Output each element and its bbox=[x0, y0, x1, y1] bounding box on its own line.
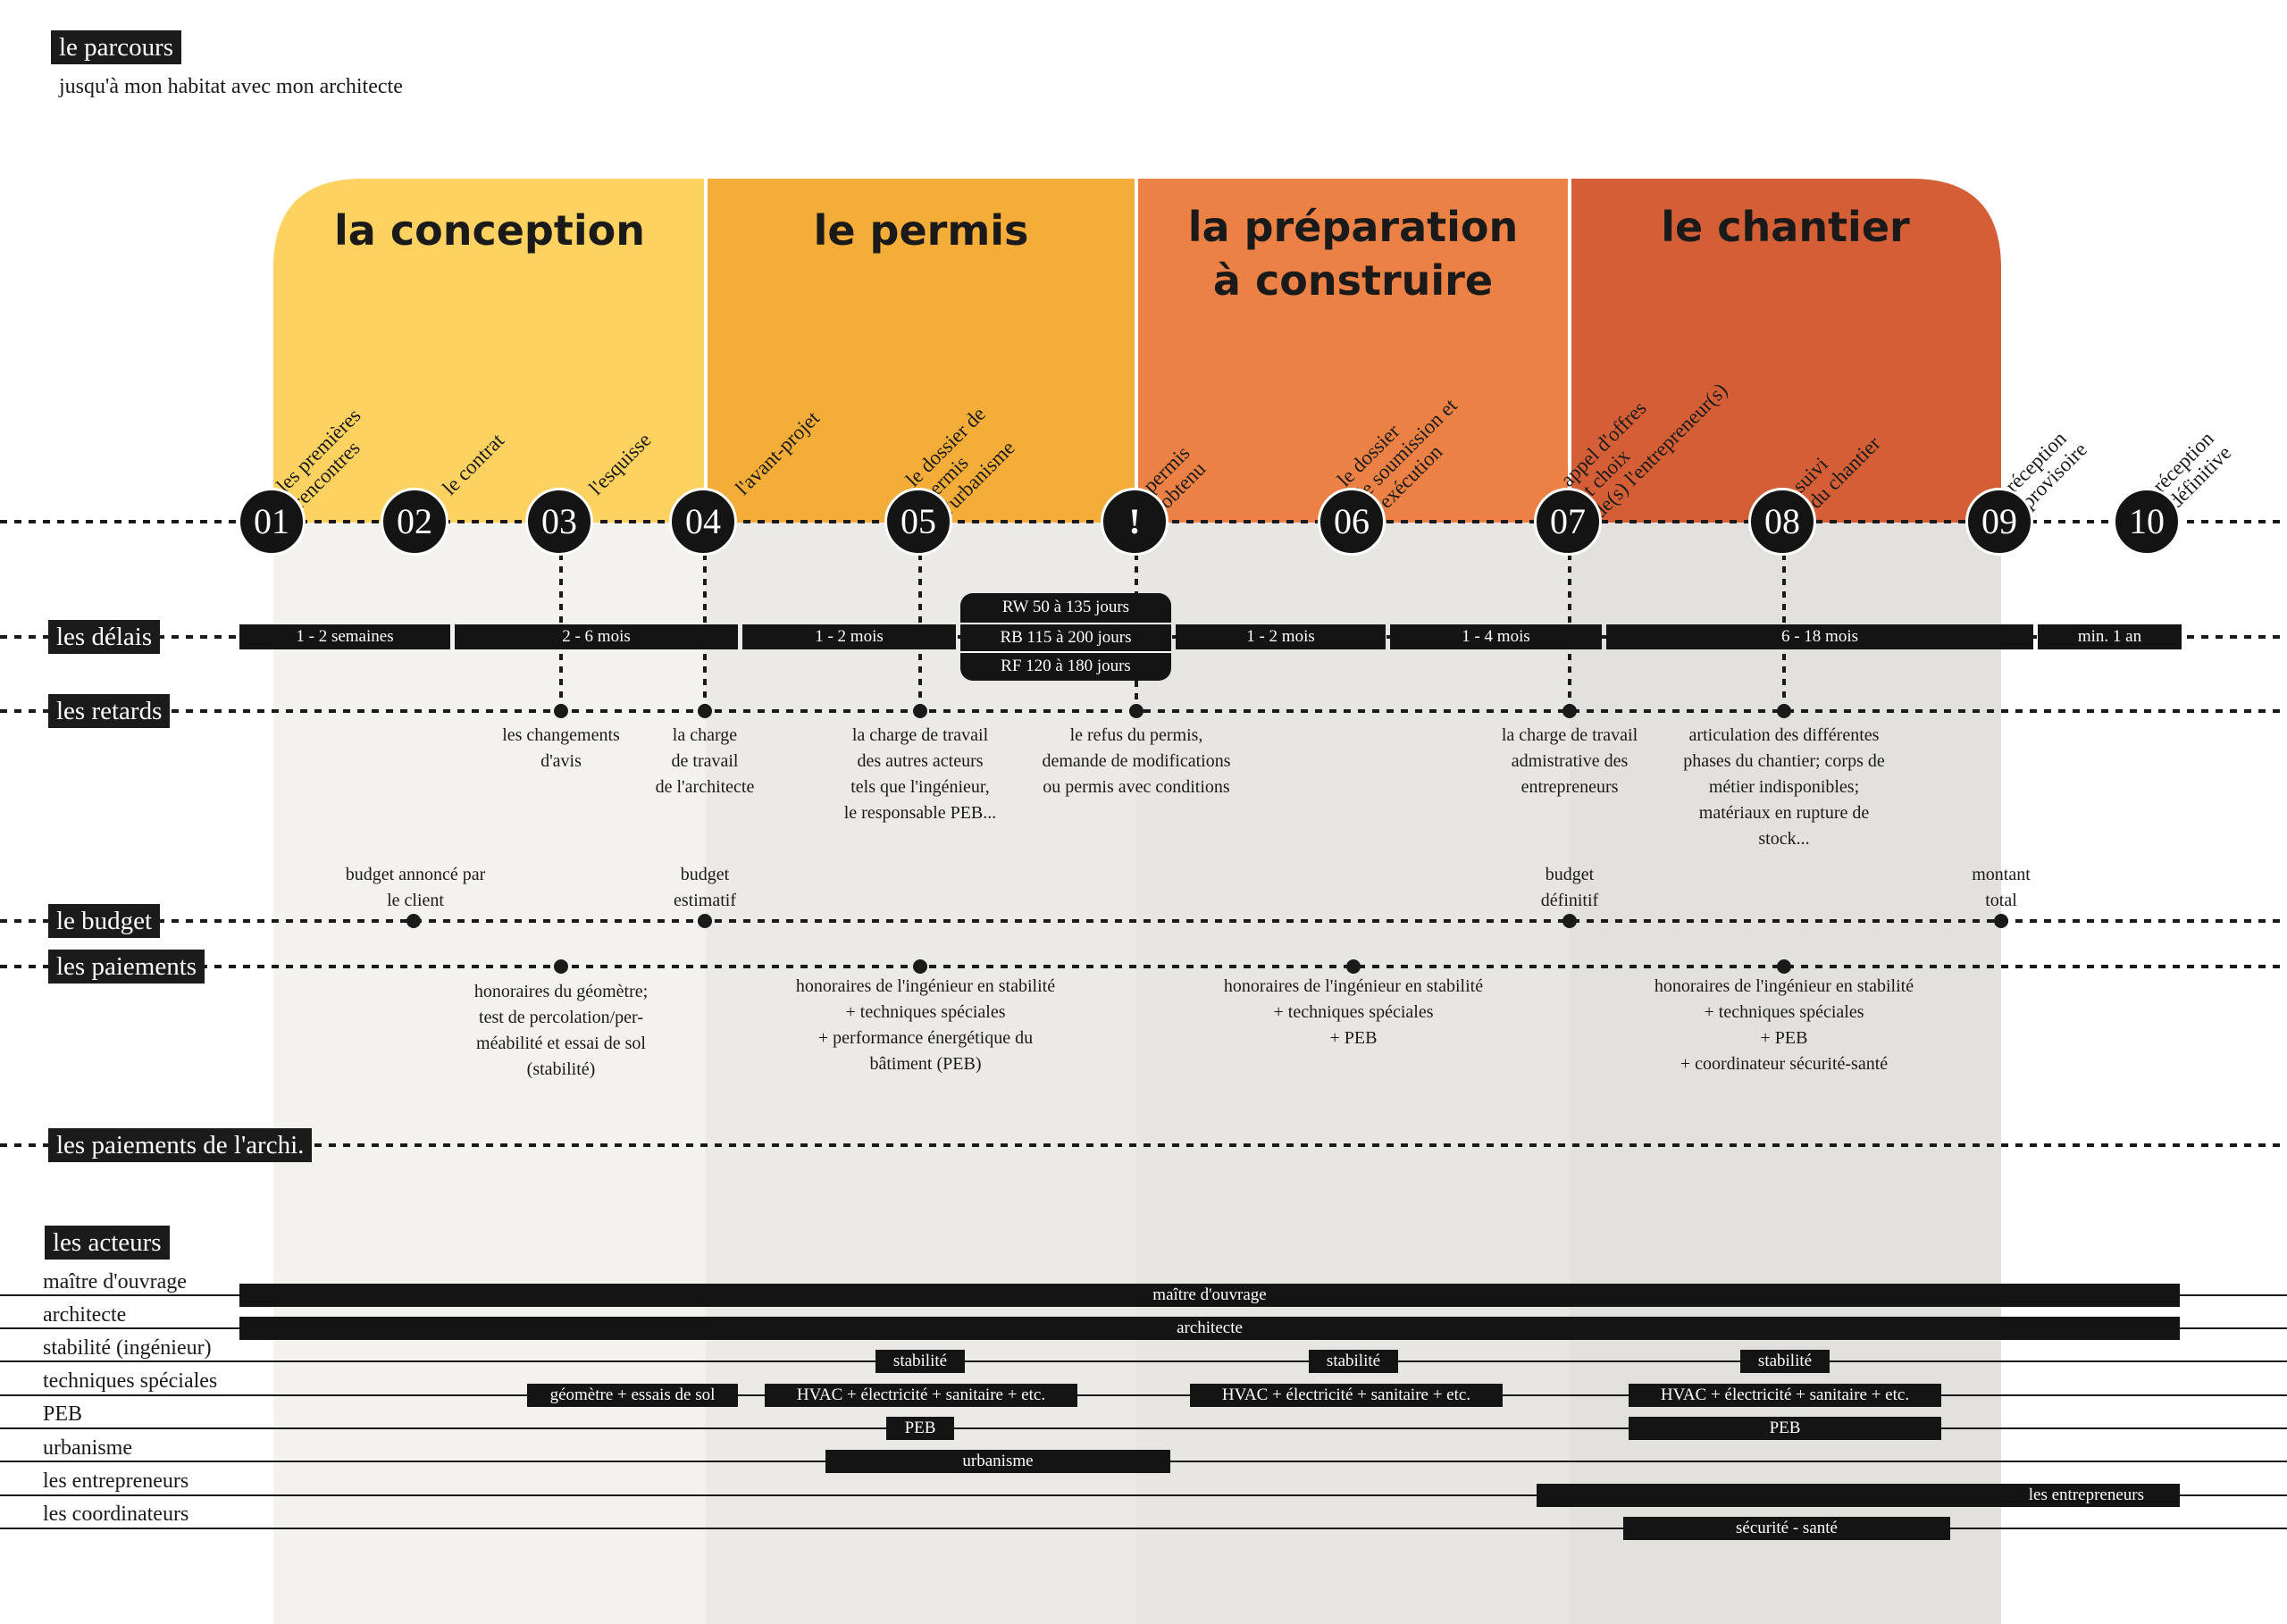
step-09: 09 bbox=[1965, 488, 2033, 556]
actor-label-stabilite: stabilité (ingénieur) bbox=[43, 1336, 212, 1360]
delai-bar-1: 1 - 2 semaines bbox=[239, 624, 450, 649]
actor-bar-entrepreneurs: les entrepreneurs bbox=[1537, 1484, 2180, 1507]
row-label-paiements: les paiements bbox=[48, 950, 205, 984]
page-title: le parcours bbox=[51, 30, 182, 64]
step-10: 10 bbox=[2113, 488, 2181, 556]
phase-title-permis: le permis bbox=[813, 206, 1029, 255]
delai-bar-2: 2 - 6 mois bbox=[455, 624, 738, 649]
retard-caption-1: les changements d'avis bbox=[502, 725, 620, 771]
budget-caption-definitif: budget définitif bbox=[1540, 865, 1599, 910]
phase-title-preparation: la préparation à construire bbox=[1187, 203, 1519, 305]
row-label-archi: les paiements de l'archi. bbox=[48, 1128, 313, 1162]
actor-bar-architecte: architecte bbox=[239, 1317, 2180, 1340]
step-08: 08 bbox=[1748, 488, 1816, 556]
paiement-caption-4: honoraires de l'ingénieur en stabilité +… bbox=[1654, 976, 1914, 1074]
actor-bar-peb-1: PEB bbox=[886, 1417, 954, 1440]
page-subtitle: jusqu'à mon habitat avec mon architecte bbox=[59, 75, 403, 98]
retard-caption-4: le refus du permis, demande de modificat… bbox=[1042, 725, 1231, 797]
column-preparation-bg bbox=[1136, 523, 1570, 1624]
phase-title-conception: la conception bbox=[334, 206, 645, 255]
permis-delai-rb: RB 115 à 200 jours bbox=[960, 623, 1171, 653]
row-label-retards: les retards bbox=[48, 694, 171, 728]
actor-bar-stabilite-3: stabilité bbox=[1740, 1350, 1830, 1373]
budget-caption-estimatif: budget estimatif bbox=[674, 865, 736, 910]
row-label-delais: les délais bbox=[48, 620, 161, 654]
step-07: 07 bbox=[1534, 488, 1602, 556]
actor-bar-maitre-ouvrage: maître d'ouvrage bbox=[239, 1284, 2180, 1307]
actor-label-architecte: architecte bbox=[43, 1303, 127, 1327]
actor-bar-hvac-1: HVAC + électricité + sanitaire + etc. bbox=[765, 1384, 1077, 1407]
retard-caption-2: la charge de travail de l'architecte bbox=[655, 725, 755, 797]
actor-bar-stabilite-1: stabilité bbox=[875, 1350, 965, 1373]
step-06: 06 bbox=[1318, 488, 1386, 556]
budget-caption-total: montant total bbox=[1972, 865, 2031, 910]
phase-banner-chantier bbox=[1570, 179, 2001, 523]
delai-bar-4: 1 - 2 mois bbox=[1176, 624, 1386, 649]
phase-banner-preparation bbox=[1136, 179, 1570, 523]
step-02: 02 bbox=[381, 488, 448, 556]
actor-bar-stabilite-2: stabilité bbox=[1309, 1350, 1398, 1373]
permis-delai-box bbox=[960, 593, 1171, 681]
column-conception-bg bbox=[273, 523, 706, 1624]
paiement-caption-3: honoraires de l'ingénieur en stabilité +… bbox=[1223, 976, 1484, 1048]
delai-bar-6: 6 - 18 mois bbox=[1606, 624, 2033, 649]
budget-caption-client: budget annoncé par le client bbox=[345, 865, 486, 910]
step-permis: ! bbox=[1101, 488, 1169, 556]
actor-bar-peb-2: PEB bbox=[1629, 1417, 1941, 1440]
actor-label-entrepreneurs: les entrepreneurs bbox=[43, 1469, 189, 1493]
actor-label-techniques: techniques spéciales bbox=[43, 1369, 218, 1393]
delai-bar-7: min. 1 an bbox=[2038, 624, 2182, 649]
actor-label-peb: PEB bbox=[43, 1402, 83, 1426]
permis-delai-rw: RW 50 à 135 jours bbox=[1001, 598, 1130, 616]
actor-bar-urbanisme: urbanisme bbox=[825, 1450, 1170, 1473]
actor-bar-securite: sécurité - santé bbox=[1623, 1517, 1950, 1540]
actor-label-coordinateurs: les coordinateurs bbox=[43, 1503, 189, 1526]
step-01: 01 bbox=[238, 488, 306, 556]
row-dots bbox=[406, 704, 2008, 974]
row-label-acteurs: les acteurs bbox=[45, 1226, 170, 1260]
step-04: 04 bbox=[669, 488, 737, 556]
permis-delai-rf: RF 120 à 180 jours bbox=[1001, 657, 1131, 675]
phase-banner-permis bbox=[706, 179, 1136, 523]
paiement-caption-2: honoraires de l'ingénieur en stabilité +… bbox=[795, 976, 1056, 1074]
retard-caption-5: la charge de travail admistrative des en… bbox=[1501, 725, 1638, 797]
paiement-caption-1: honoraires du géomètre; test de percolat… bbox=[473, 982, 649, 1079]
actor-label-maitre-ouvrage: maître d'ouvrage bbox=[43, 1270, 187, 1293]
step-03: 03 bbox=[525, 488, 593, 556]
row-label-budget: le budget bbox=[48, 904, 161, 938]
delai-bar-5: 1 - 4 mois bbox=[1390, 624, 1602, 649]
delai-bar-3: 1 - 2 mois bbox=[742, 624, 956, 649]
actor-bar-hvac-2: HVAC + électricité + sanitaire + etc. bbox=[1190, 1384, 1503, 1407]
actor-bar-geometre: géomètre + essais de sol bbox=[527, 1384, 738, 1407]
actor-label-urbanisme: urbanisme bbox=[43, 1436, 132, 1460]
phase-title-chantier: le chantier bbox=[1661, 203, 1910, 251]
retard-caption-6: articulation des différentes phases du c… bbox=[1683, 725, 1885, 849]
step-05: 05 bbox=[884, 488, 952, 556]
phase-banner-conception bbox=[273, 179, 706, 523]
retard-caption-3: la charge de travail des autres acteurs … bbox=[843, 725, 997, 823]
actor-bar-hvac-3: HVAC + électricité + sanitaire + etc. bbox=[1629, 1384, 1941, 1407]
